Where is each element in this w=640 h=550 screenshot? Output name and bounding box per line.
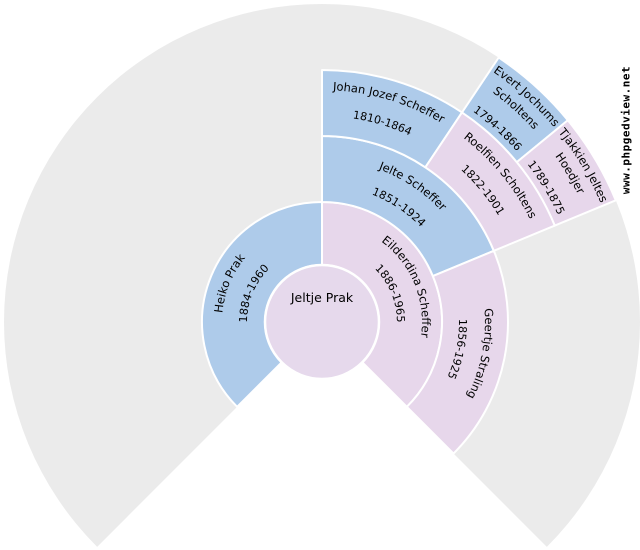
center-person-name: Jeltje Prak: [290, 290, 354, 305]
fan-sector-geertje-straling[interactable]: [405, 249, 509, 455]
fan-center-person[interactable]: [263, 263, 381, 381]
fan-sector-tjakkien-jeltes-hoedjer[interactable]: [515, 119, 617, 227]
watermark: www.phpgedview.net: [619, 65, 633, 195]
